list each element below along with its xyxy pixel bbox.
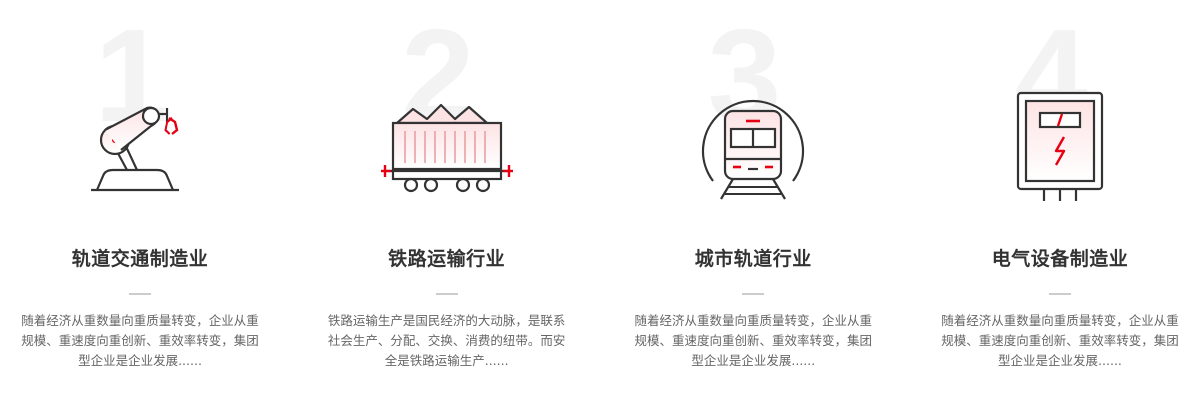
- divider: [435, 293, 458, 295]
- freight-wagon-icon: [377, 86, 517, 208]
- card-title: 轨道交通制造业: [71, 248, 209, 270]
- card-description: 铁路运输生产是国民经济的大动脉，是联系社会生产、分配、交换、消费的纽带。而安全是…: [327, 313, 566, 368]
- card-title: 城市轨道行业: [694, 248, 812, 270]
- industry-card-urban-rail[interactable]: 3: [625, 0, 881, 410]
- card-title: 电气设备制造业: [991, 248, 1129, 270]
- card-title: 铁路运输行业: [388, 248, 506, 270]
- electric-cabinet-icon: [990, 86, 1130, 208]
- card-description: 随着经济从重数量向重质量转变，企业从重规模、重速度向重创新、重效率转变，集团型企…: [941, 313, 1179, 368]
- divider: [742, 293, 765, 295]
- industry-card-rail-manufacturing[interactable]: 1: [12, 0, 268, 410]
- divider: [1048, 293, 1071, 295]
- card-description: 随着经济从重数量向重质量转变，企业从重规模、重速度向重创新、重效率转变，集团型企…: [21, 313, 259, 368]
- card-description: 随着经济从重数量向重质量转变，企业从重规模、重速度向重创新、重效率转变，集团型企…: [634, 313, 873, 368]
- divider: [129, 293, 151, 295]
- robot-arm-icon: [70, 86, 210, 208]
- metro-train-icon: [683, 86, 823, 208]
- industry-card-railway-transport[interactable]: 2: [319, 0, 575, 410]
- industry-card-electrical-equipment[interactable]: 4 电气设备制造业 随着经济从重数量向重质量转变，企业从重规模、重速度向重创: [932, 0, 1188, 410]
